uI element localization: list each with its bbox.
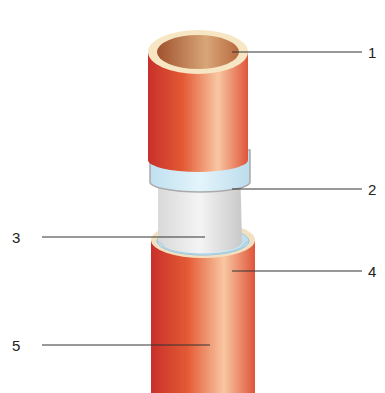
lower-ring — [157, 241, 249, 255]
callout-number: 1 — [368, 45, 376, 60]
callout-number: 2 — [368, 182, 376, 197]
upper-tube — [148, 30, 248, 172]
callout-number: 3 — [12, 230, 20, 245]
leader-lines — [42, 52, 362, 345]
callout-number: 5 — [12, 338, 20, 353]
callout-number: 4 — [368, 264, 376, 279]
